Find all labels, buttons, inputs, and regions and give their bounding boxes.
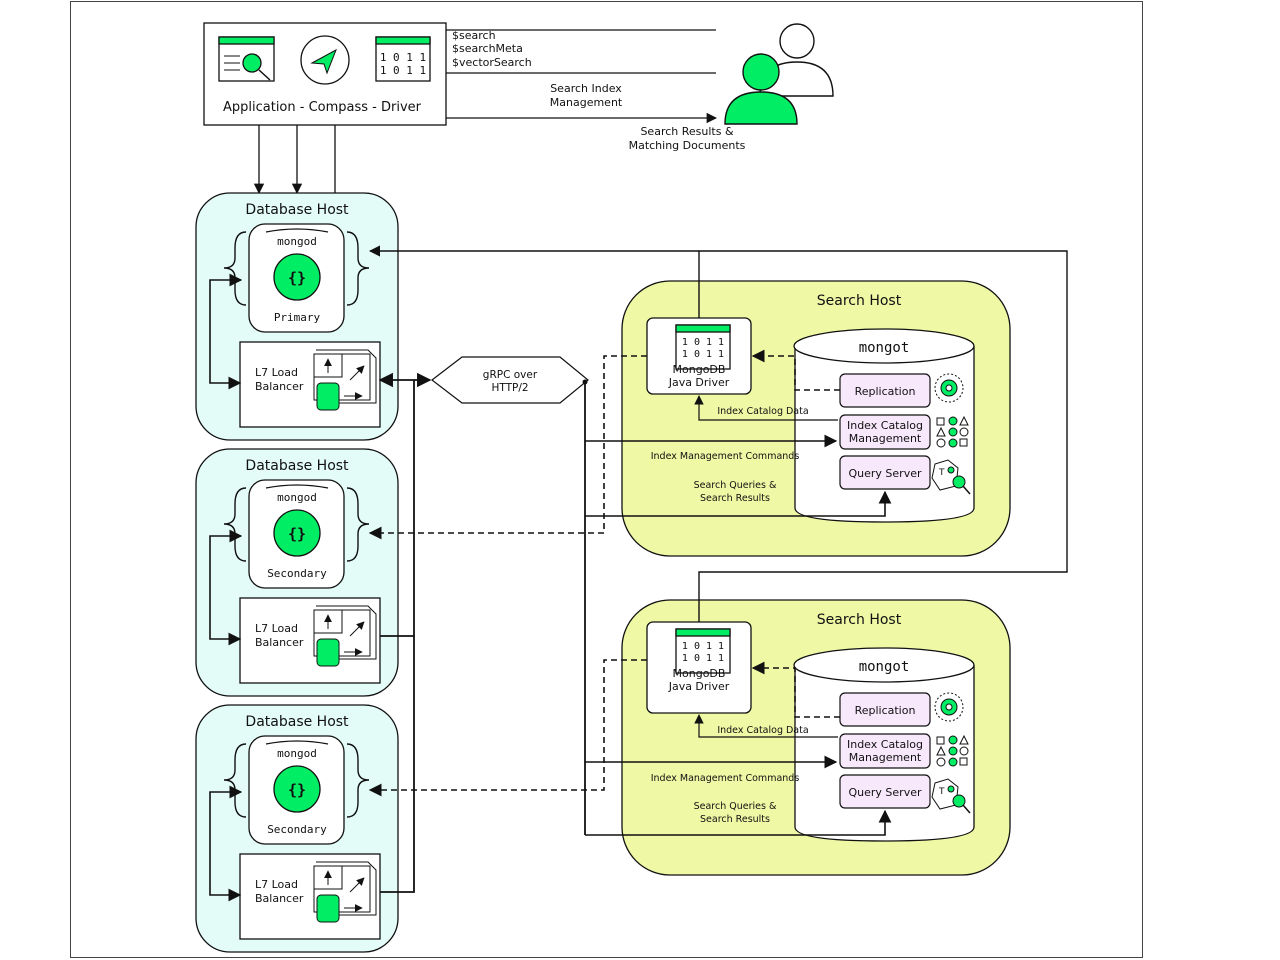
svg-text:Java Driver: Java Driver (668, 680, 730, 693)
svg-text:MongoDB: MongoDB (673, 363, 726, 376)
svg-text:1 0 1 1: 1 0 1 1 (380, 51, 426, 64)
svg-text:1 0 1 1: 1 0 1 1 (682, 653, 724, 664)
mongod-label: mongod (277, 235, 317, 248)
search-index-mgmt-label-1: Search Index (550, 82, 622, 95)
role-label: Secondary (267, 823, 327, 836)
database-host-secondary-2: Database Host mongod {} Secondary L7 Loa… (195, 704, 399, 953)
svg-text:1 0 1 1: 1 0 1 1 (380, 64, 426, 77)
svg-text:L7 Load: L7 Load (255, 878, 298, 891)
load-balancer-icon (313, 861, 377, 923)
svg-text:Search Results: Search Results (700, 493, 770, 504)
role-label: Primary (274, 311, 321, 324)
svg-text:Java Driver: Java Driver (668, 376, 730, 389)
svg-text:Index Catalog Data: Index Catalog Data (717, 725, 808, 736)
search-results-label-2: Matching Documents (629, 139, 746, 152)
svg-text:Index Catalog: Index Catalog (847, 419, 923, 432)
svg-text:Replication: Replication (855, 704, 916, 717)
svg-text:T: T (938, 787, 945, 797)
svg-text:L7 Load: L7 Load (255, 366, 298, 379)
svg-text:Management: Management (849, 432, 922, 445)
svg-text:T: T (938, 468, 945, 478)
document-search-icon (218, 36, 275, 82)
svg-text:gRPC over: gRPC over (483, 369, 538, 381)
load-balancer-icon (313, 605, 377, 667)
application-box: 1 0 1 1 1 0 1 1 Application - Compass - … (203, 22, 447, 126)
svg-text:Search Queries &: Search Queries & (694, 801, 777, 812)
query-search-icon: T (931, 778, 971, 814)
search-index-mgmt-label-2: Management (550, 96, 623, 109)
svg-text:Management: Management (849, 751, 922, 764)
mongod-icon (273, 253, 321, 301)
mongot-label: mongot (859, 659, 910, 675)
query-vectorsearch: $vectorSearch (452, 56, 532, 69)
query-server-box (839, 455, 931, 490)
svg-text:{}: {} (288, 525, 306, 543)
svg-text:Replication: Replication (855, 385, 916, 398)
database-host-secondary-1: Database Host mongod {} Secondary L7 Loa… (195, 448, 399, 697)
svg-text:Query Server: Query Server (849, 786, 922, 799)
shapes-grid-icon (936, 734, 969, 767)
index-catalog-box (839, 414, 931, 450)
svg-text:{}: {} (288, 269, 306, 287)
database-host-title: Database Host (245, 202, 349, 218)
svg-text:Index Catalog Data: Index Catalog Data (717, 406, 808, 417)
mongot-label: mongot (859, 340, 910, 356)
gear-icon (934, 692, 964, 722)
shapes-grid-icon (936, 415, 969, 448)
mongod-icon (273, 509, 321, 557)
diagram-frame (70, 1, 1143, 958)
compass-icon (300, 35, 350, 85)
users-icon (724, 23, 834, 125)
search-host-title: Search Host (817, 612, 902, 628)
replication-box (839, 692, 931, 727)
grpc-hexagon: gRPC over HTTP/2 (431, 356, 589, 404)
index-catalog-box (839, 733, 931, 769)
database-host-title: Database Host (245, 714, 349, 730)
svg-text:Index Management Commands: Index Management Commands (651, 773, 800, 784)
svg-text:Balancer: Balancer (255, 892, 304, 905)
driver-binary-icon: 1 0 1 1 1 0 1 1 (375, 36, 431, 82)
query-search-icon: T (931, 459, 971, 495)
svg-text:Query Server: Query Server (849, 467, 922, 480)
svg-text:Search Results: Search Results (700, 814, 770, 825)
svg-text:Search Queries &: Search Queries & (694, 480, 777, 491)
mongod-icon (273, 765, 321, 813)
database-host-title: Database Host (245, 458, 349, 474)
query-server-box (839, 774, 931, 809)
svg-text:{}: {} (288, 781, 306, 799)
svg-text:MongoDB: MongoDB (673, 667, 726, 680)
svg-text:Index Catalog: Index Catalog (847, 738, 923, 751)
search-results-label-1: Search Results & (640, 125, 734, 138)
query-searchmeta: $searchMeta (452, 42, 523, 55)
svg-text:L7 Load: L7 Load (255, 622, 298, 635)
svg-text:1 0 1 1: 1 0 1 1 (682, 337, 724, 348)
load-balancer-icon (313, 349, 377, 411)
application-label: Application - Compass - Driver (223, 100, 422, 115)
role-label: Secondary (267, 567, 327, 580)
svg-text:1 0 1 1: 1 0 1 1 (682, 641, 724, 652)
svg-text:1 0 1 1: 1 0 1 1 (682, 349, 724, 360)
svg-text:Balancer: Balancer (255, 636, 304, 649)
svg-text:Index Management Commands: Index Management Commands (651, 451, 800, 462)
svg-text:Balancer: Balancer (255, 380, 304, 393)
database-host-primary: Database Host mongod {} Primary L7 Load … (195, 192, 399, 441)
query-search: $search (452, 29, 496, 42)
mongod-label: mongod (277, 747, 317, 760)
gear-icon (934, 373, 964, 403)
search-host-2: Search Host mongot 1 0 1 1 1 0 1 1 Mongo… (585, 599, 1011, 876)
mongod-label: mongod (277, 491, 317, 504)
search-host-title: Search Host (817, 293, 902, 309)
svg-text:HTTP/2: HTTP/2 (491, 382, 528, 394)
search-host-1: Search Host mongot 1 0 1 1 1 0 1 1 Mongo… (585, 280, 1011, 557)
